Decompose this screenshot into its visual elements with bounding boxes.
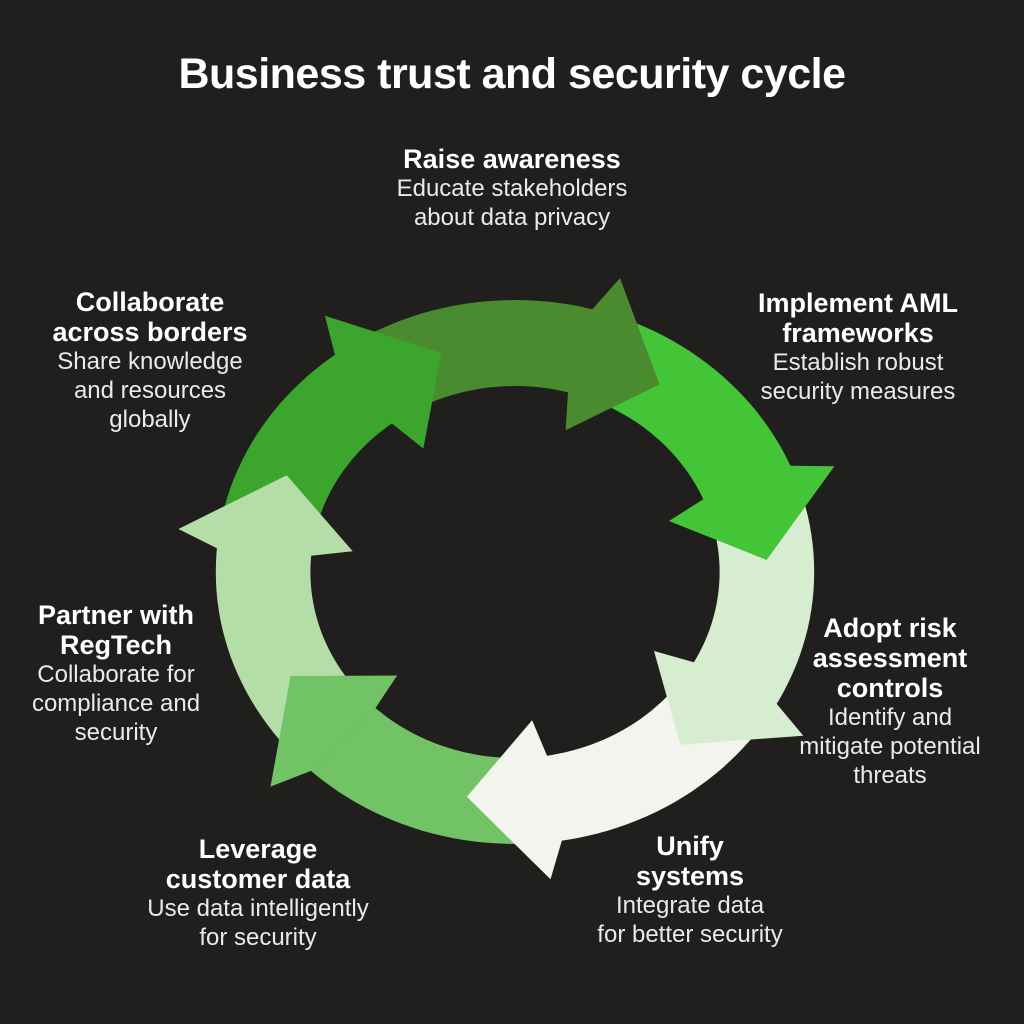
step-description-raise-awareness: about data privacy xyxy=(413,204,611,231)
step-heading-adopt-risk-assessment-controls: assessment xyxy=(812,643,968,673)
step-description-unify-systems: Integrate data xyxy=(615,892,765,919)
step-heading-unify-systems: systems xyxy=(635,861,745,891)
step-description-collaborate-across-borders: globally xyxy=(109,406,191,433)
cycle-arrowhead-raise-awareness xyxy=(565,278,660,431)
step-heading-leverage-customer-data: customer data xyxy=(165,864,351,894)
cycle-arrowhead-adopt-risk-assessment-controls xyxy=(654,651,804,745)
step-description-partner-with-regtech: Collaborate for xyxy=(37,661,195,688)
step-heading-partner-with-regtech: Partner with xyxy=(37,600,195,630)
step-description-collaborate-across-borders: Share knowledge xyxy=(57,348,243,375)
step-description-adopt-risk-assessment-controls: Identify and xyxy=(827,704,953,731)
step-heading-implement-aml-frameworks: frameworks xyxy=(782,318,934,348)
step-heading-raise-awareness: Raise awareness xyxy=(403,144,621,174)
step-description-partner-with-regtech: security xyxy=(74,719,158,746)
cycle-arrowhead-unify-systems xyxy=(466,720,562,880)
step-description-raise-awareness: Educate stakeholders xyxy=(396,175,628,202)
step-heading-adopt-risk-assessment-controls: Adopt risk xyxy=(823,613,957,643)
step-heading-unify-systems: Unify xyxy=(656,831,724,861)
cycle-arrowhead-implement-aml-frameworks xyxy=(669,465,835,560)
cycle-arrowhead-collaborate-across-borders xyxy=(324,315,442,449)
step-heading-partner-with-regtech: RegTech xyxy=(59,630,173,660)
step-description-implement-aml-frameworks: Establish robust xyxy=(772,349,944,376)
step-description-adopt-risk-assessment-controls: threats xyxy=(853,762,927,789)
step-description-partner-with-regtech: compliance and xyxy=(31,690,201,717)
step-heading-adopt-risk-assessment-controls: controls xyxy=(836,673,944,703)
cycle-arrowhead-leverage-customer-data xyxy=(270,675,398,787)
step-heading-collaborate-across-borders: across borders xyxy=(52,317,248,347)
step-description-leverage-customer-data: Use data intelligently xyxy=(147,895,369,922)
step-heading-implement-aml-frameworks: Implement AML xyxy=(757,288,958,318)
page-title: Business trust and security cycle xyxy=(178,50,846,98)
step-description-collaborate-across-borders: and resources xyxy=(73,377,227,404)
step-heading-collaborate-across-borders: Collaborate xyxy=(75,287,225,317)
step-description-unify-systems: for better security xyxy=(597,921,783,948)
step-description-implement-aml-frameworks: security measures xyxy=(760,378,956,405)
step-description-adopt-risk-assessment-controls: mitigate potential xyxy=(799,733,981,760)
step-description-leverage-customer-data: for security xyxy=(199,924,317,951)
cycle-arrowhead-partner-with-regtech xyxy=(178,475,353,556)
step-heading-leverage-customer-data: Leverage xyxy=(198,834,318,864)
